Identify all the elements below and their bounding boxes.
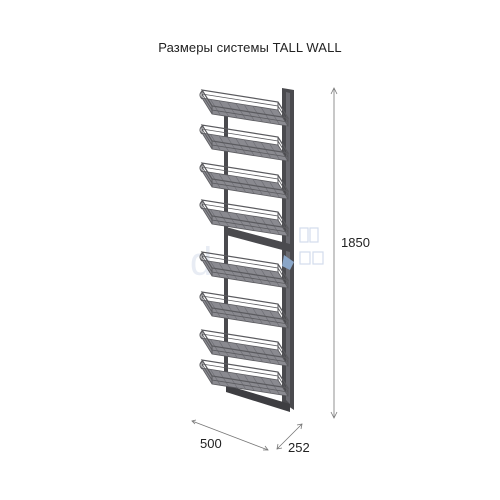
height-dimension-line — [330, 87, 338, 419]
svg-text:d: d — [190, 240, 212, 284]
diagram-title: Размеры системы TALL WALL — [158, 40, 342, 55]
shelf-basket — [199, 329, 290, 367]
shelf-basket — [199, 89, 290, 127]
width-dimension-line — [191, 419, 269, 451]
shelf-basket — [199, 162, 290, 200]
shelf-basket — [199, 291, 290, 329]
depth-dimension-label: 252 — [288, 440, 310, 455]
watermark-logo: d — [190, 227, 324, 284]
width-dimension-label: 500 — [200, 436, 222, 451]
shelf-basket — [199, 124, 290, 162]
shelf-basket — [199, 359, 290, 397]
shelf-basket — [199, 199, 290, 237]
height-dimension-label: 1850 — [341, 235, 370, 250]
depth-dimension-line — [276, 423, 303, 450]
shelf-group — [199, 89, 290, 397]
shelf-basket — [199, 251, 290, 289]
